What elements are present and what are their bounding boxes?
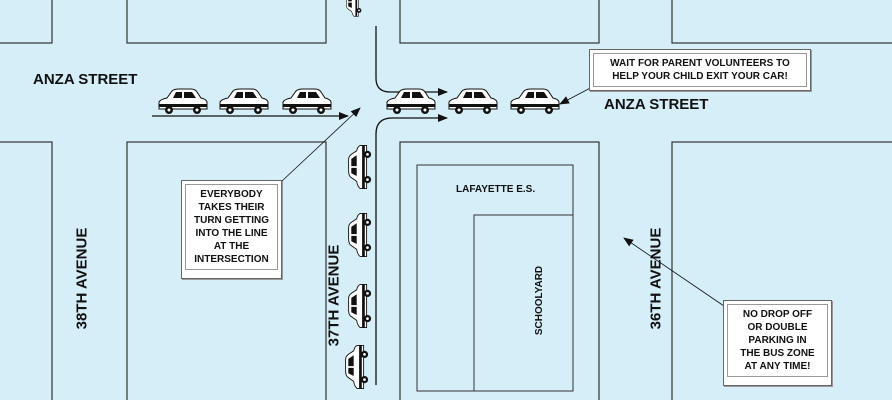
- pointer-turn: [281, 107, 361, 182]
- street-label-anza-east: ANZA STREET: [604, 96, 709, 113]
- arrow-north-turn: [375, 26, 448, 96]
- car-icon: [348, 283, 372, 329]
- car-icon: [219, 88, 269, 115]
- street-label-36th: 36TH AVENUE: [647, 227, 665, 330]
- car-icon: [448, 88, 498, 115]
- note-bus-zone: NO DROP OFF OR DOUBLE PARKING IN THE BUS…: [723, 300, 832, 386]
- note-bus-line: PARKING IN: [748, 335, 807, 346]
- car-icon: [386, 88, 436, 115]
- note-turn-line: TAKES THEIR: [198, 202, 265, 213]
- note-volunteers: WAIT FOR PARENT VOLUNTEERS TO HELP YOUR …: [589, 49, 811, 91]
- block-ne-far: [671, 0, 892, 44]
- arrow-south-turn: [375, 114, 448, 385]
- car-icon: [158, 88, 208, 115]
- street-label-38th: 38TH AVENUE: [73, 227, 91, 330]
- block-school: [399, 141, 600, 400]
- block-nw: [126, 0, 327, 44]
- note-bus-line: AT ANY TIME!: [744, 361, 811, 372]
- car-icon: [345, 344, 369, 390]
- block-nw-far: [0, 0, 53, 44]
- note-bus-line: NO DROP OFF: [742, 309, 813, 320]
- note-bus-line: OR DOUBLE: [747, 322, 808, 333]
- note-turn-line: TURN GETTING: [194, 215, 269, 226]
- car-icon: [348, 144, 372, 190]
- schoolyard-label: SCHOOLYARD: [534, 265, 546, 336]
- block-sw-far: [0, 141, 53, 400]
- street-label-anza-west: ANZA STREET: [33, 71, 138, 88]
- school-name: LAFAYETTE E.S.: [456, 184, 536, 195]
- car-icon: [510, 88, 560, 115]
- block-ne: [399, 0, 600, 44]
- schoolyard-area: [473, 214, 574, 392]
- note-turn-line: AT THE: [213, 241, 250, 252]
- note-bus-line: THE BUS ZONE: [740, 348, 815, 359]
- note-volunteers-text: WAIT FOR PARENT VOLUNTEERS TO HELP YOUR …: [593, 53, 807, 87]
- note-turn-line: INTO THE LINE: [195, 228, 268, 239]
- pointer-bus-zone: [623, 237, 725, 307]
- street-label-37th: 37TH AVENUE: [325, 244, 343, 347]
- traffic-arrows: [152, 26, 448, 385]
- note-turn-line: INTERSECTION: [194, 254, 269, 265]
- car-icon: [282, 88, 332, 115]
- note-turn: EVERYBODY TAKES THEIR TURN GETTING INTO …: [181, 180, 282, 279]
- cars-anza: [158, 88, 560, 115]
- car-icon: [346, 0, 362, 17]
- car-icon: [348, 212, 372, 258]
- cars-37th: [345, 0, 372, 390]
- note-turn-line: EVERYBODY: [200, 189, 263, 200]
